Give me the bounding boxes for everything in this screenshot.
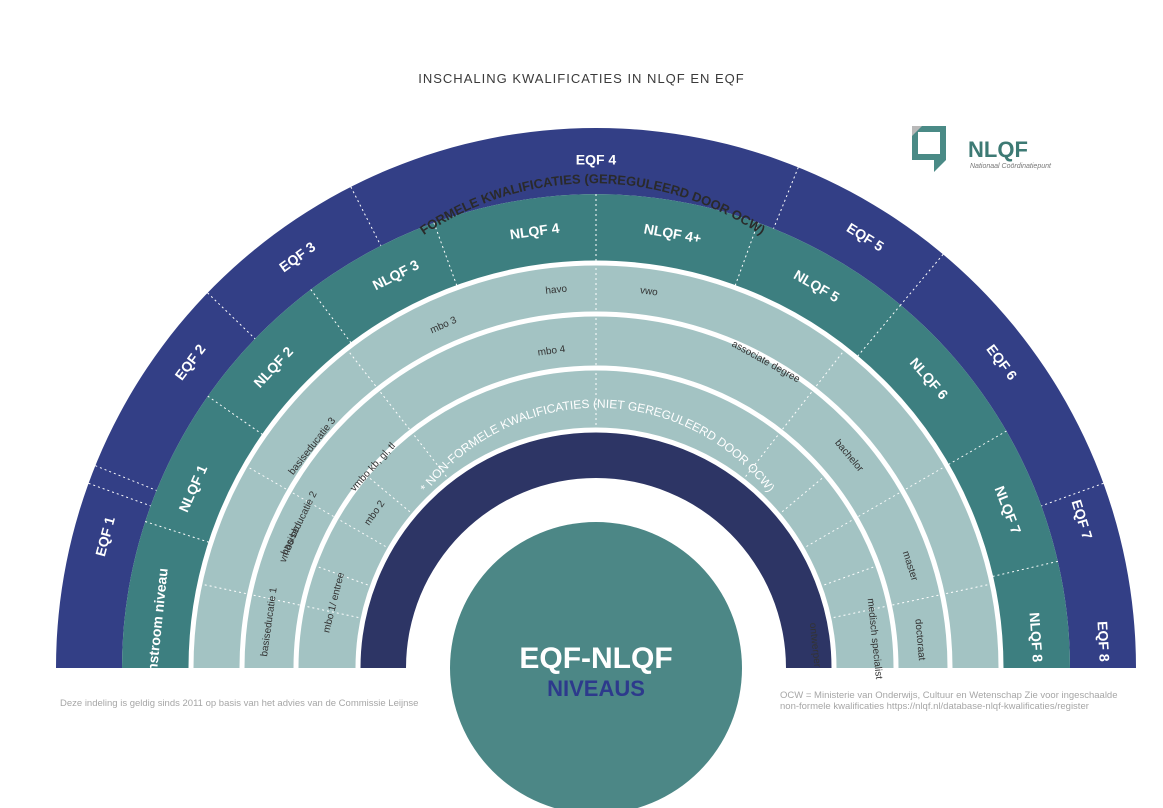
nlqf-logo-icon	[912, 126, 946, 172]
logo-name: NLQF	[968, 137, 1028, 162]
dotted-divider	[670, 507, 689, 539]
band-separator	[355, 427, 837, 669]
dotted-divider	[421, 604, 456, 618]
dotted-divider	[777, 474, 827, 516]
dotted-divider	[433, 222, 458, 288]
formal-qualification-label: vwo	[639, 285, 659, 298]
eqf-band	[56, 128, 1136, 668]
formal-band-outer	[191, 263, 1001, 668]
formal-qualification-label: mbo 4	[537, 344, 566, 359]
formal-band-inner	[296, 368, 896, 668]
dotted-divider	[819, 564, 879, 588]
formal-qualification-label: havo	[545, 284, 568, 297]
dotted-divider	[310, 289, 353, 345]
dotted-divider	[900, 254, 944, 306]
dotted-divider	[365, 474, 415, 516]
note-left: Deze indeling is geldig sinds 2011 op ba…	[60, 698, 419, 709]
dotted-divider	[453, 548, 482, 572]
dotted-divider	[313, 564, 373, 588]
logo-subtitle: Nationaal Coördinatiepunt	[970, 163, 1051, 170]
nlqf-band	[122, 194, 1070, 668]
nonformal-band	[358, 430, 834, 668]
dotted-divider	[710, 548, 739, 572]
dotted-divider	[207, 292, 256, 340]
dotted-divider	[990, 560, 1058, 578]
eqf-level-label: EQF 4	[576, 152, 617, 168]
center-line2: NIVEAUS	[547, 676, 645, 701]
dotted-divider	[88, 482, 151, 507]
dotted-divider	[855, 304, 902, 359]
note-right: OCW = Ministerie van Onderwijs, Cultuur …	[780, 690, 1118, 712]
center-line1: EQF-NLQF	[519, 642, 672, 675]
page-title: INSCHALING KWALIFICATIES IN NLQF EN EQF	[418, 71, 745, 86]
dotted-divider	[773, 167, 799, 229]
dotted-divider	[145, 521, 211, 544]
dotted-divider	[503, 507, 522, 539]
formal-qualification-label: doctoraat	[912, 618, 927, 661]
dotted-divider	[563, 485, 571, 521]
dotted-divider	[621, 485, 629, 521]
formal-qualification-label: ontwerper	[807, 622, 823, 668]
center-disc	[450, 522, 742, 808]
eqf-level-label: EQF 8	[1095, 621, 1113, 662]
dotted-divider	[1041, 482, 1104, 507]
nlqf-level-label: NLQF 8	[1027, 612, 1046, 663]
dotted-divider	[736, 604, 771, 618]
dotted-divider	[350, 186, 382, 246]
nlqf-level-label: NLQF 4	[509, 220, 561, 243]
dotted-divider	[207, 395, 265, 437]
dotted-divider	[95, 465, 157, 491]
dotted-divider	[946, 430, 1007, 466]
dotted-divider	[734, 222, 759, 288]
